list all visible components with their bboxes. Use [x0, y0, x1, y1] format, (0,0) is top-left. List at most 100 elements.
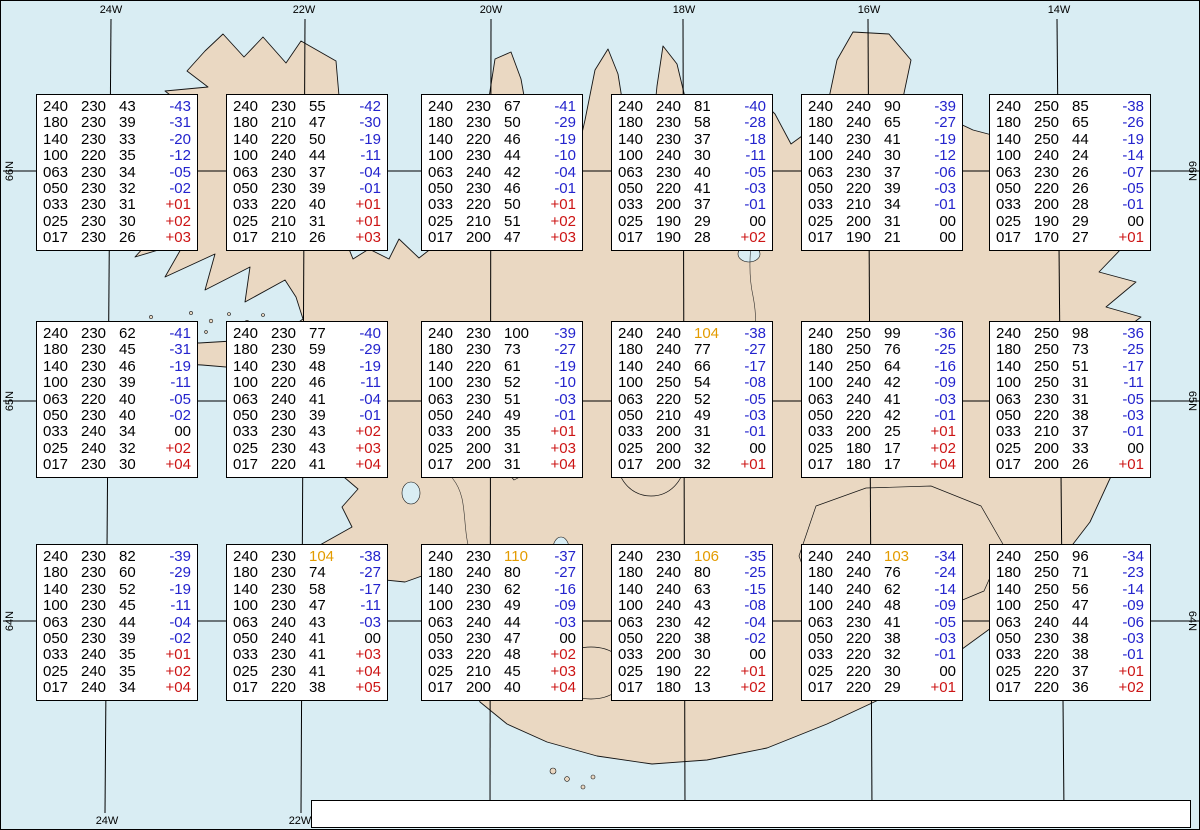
temperature-value: -14: [1122, 147, 1144, 165]
temperature-value: +01: [740, 456, 766, 474]
wind-direction-value: 220: [846, 679, 872, 697]
flight-level-value: 240: [618, 325, 644, 342]
wind-speed-value: 45: [119, 341, 136, 359]
wind-speed-value: 39: [119, 374, 136, 392]
wind-direction-value: 250: [656, 374, 682, 392]
temperature-value: -07: [1122, 163, 1144, 181]
wind-speed-value: 47: [504, 629, 521, 647]
wind-direction-value: 230: [466, 580, 492, 598]
wind-direction-value: 200: [846, 212, 872, 230]
temperature-value: -19: [554, 130, 576, 148]
wind-speed-value: 40: [309, 196, 326, 214]
flight-level-value: 240: [43, 548, 69, 565]
wind-direction-value: 200: [466, 679, 492, 697]
wind-speed-value: 43: [694, 597, 711, 615]
wind-speed-value: 29: [1072, 212, 1089, 230]
flight-level-value: 063: [996, 613, 1022, 631]
wind-direction-value: 230: [81, 548, 107, 565]
wind-direction-value: 230: [1034, 163, 1060, 181]
temperature-value: -01: [934, 406, 956, 424]
temperature-value: -05: [744, 390, 766, 408]
temperature-value: -25: [744, 564, 766, 582]
flight-level-value: 100: [996, 147, 1022, 165]
wind-direction-value: 240: [81, 423, 107, 441]
wind-direction-value: 240: [81, 646, 107, 664]
flight-level-value: 063: [233, 163, 259, 181]
wind-direction-value: 220: [846, 629, 872, 647]
wind-direction-value: 240: [656, 357, 682, 375]
wind-direction-value: 230: [81, 229, 107, 247]
temperature-value: -31: [169, 114, 191, 132]
flight-level-value: 050: [233, 406, 259, 424]
wind-speed-value: 42: [884, 374, 901, 392]
temperature-value: -03: [554, 390, 576, 408]
wind-direction-value: 220: [271, 679, 297, 697]
wind-direction-value: 230: [81, 597, 107, 615]
wind-direction-value: 230: [1034, 390, 1060, 408]
flight-level-value: 050: [618, 629, 644, 647]
latitude-label-right: 65N: [1186, 390, 1198, 412]
wind-direction-value: 180: [846, 439, 872, 457]
flight-level-value: 017: [428, 456, 454, 474]
wind-direction-value: 250: [846, 357, 872, 375]
wind-speed-value: 41: [884, 613, 901, 631]
wind-direction-value: 230: [466, 341, 492, 359]
temperature-value: -16: [934, 357, 956, 375]
wind-speed-value: 40: [119, 390, 136, 408]
temperature-value: -19: [934, 130, 956, 148]
flight-level-value: 033: [233, 423, 259, 441]
flight-level-value: 240: [618, 548, 644, 565]
wind-speed-value: 77: [309, 325, 326, 342]
temperature-value: -14: [1122, 580, 1144, 598]
wind-direction-value: 240: [656, 341, 682, 359]
wind-speed-value: 45: [119, 597, 136, 615]
flight-level-value: 140: [43, 357, 69, 375]
wind-speed-value: 32: [119, 179, 136, 197]
wind-direction-value: 240: [466, 163, 492, 181]
wind-speed-value: 38: [884, 629, 901, 647]
temperature-value: +01: [930, 679, 956, 697]
wind-speed-value: 13: [694, 679, 711, 697]
temperature-value: +01: [1118, 229, 1144, 247]
wind-speed-value: 50: [504, 114, 521, 132]
flight-level-value: 100: [43, 597, 69, 615]
wind-speed-value: 43: [309, 423, 326, 441]
wind-direction-value: 230: [466, 548, 492, 565]
flight-level-value: 100: [808, 374, 834, 392]
wind-direction-value: 230: [271, 341, 297, 359]
wind-direction-value: 240: [271, 390, 297, 408]
wind-direction-value: 240: [271, 147, 297, 165]
flight-level-value: 140: [808, 580, 834, 598]
wind-direction-value: 240: [846, 597, 872, 615]
wind-speed-value: 51: [504, 390, 521, 408]
wind-speed-value: 62: [119, 325, 136, 342]
wind-speed-value: 58: [694, 114, 711, 132]
temperature-value: -04: [359, 390, 381, 408]
wind-direction-value: 250: [1034, 325, 1060, 342]
flight-level-value: 050: [808, 179, 834, 197]
temperature-value: +02: [740, 679, 766, 697]
wind-direction-value: 220: [846, 646, 872, 664]
flight-level-value: 140: [233, 580, 259, 598]
